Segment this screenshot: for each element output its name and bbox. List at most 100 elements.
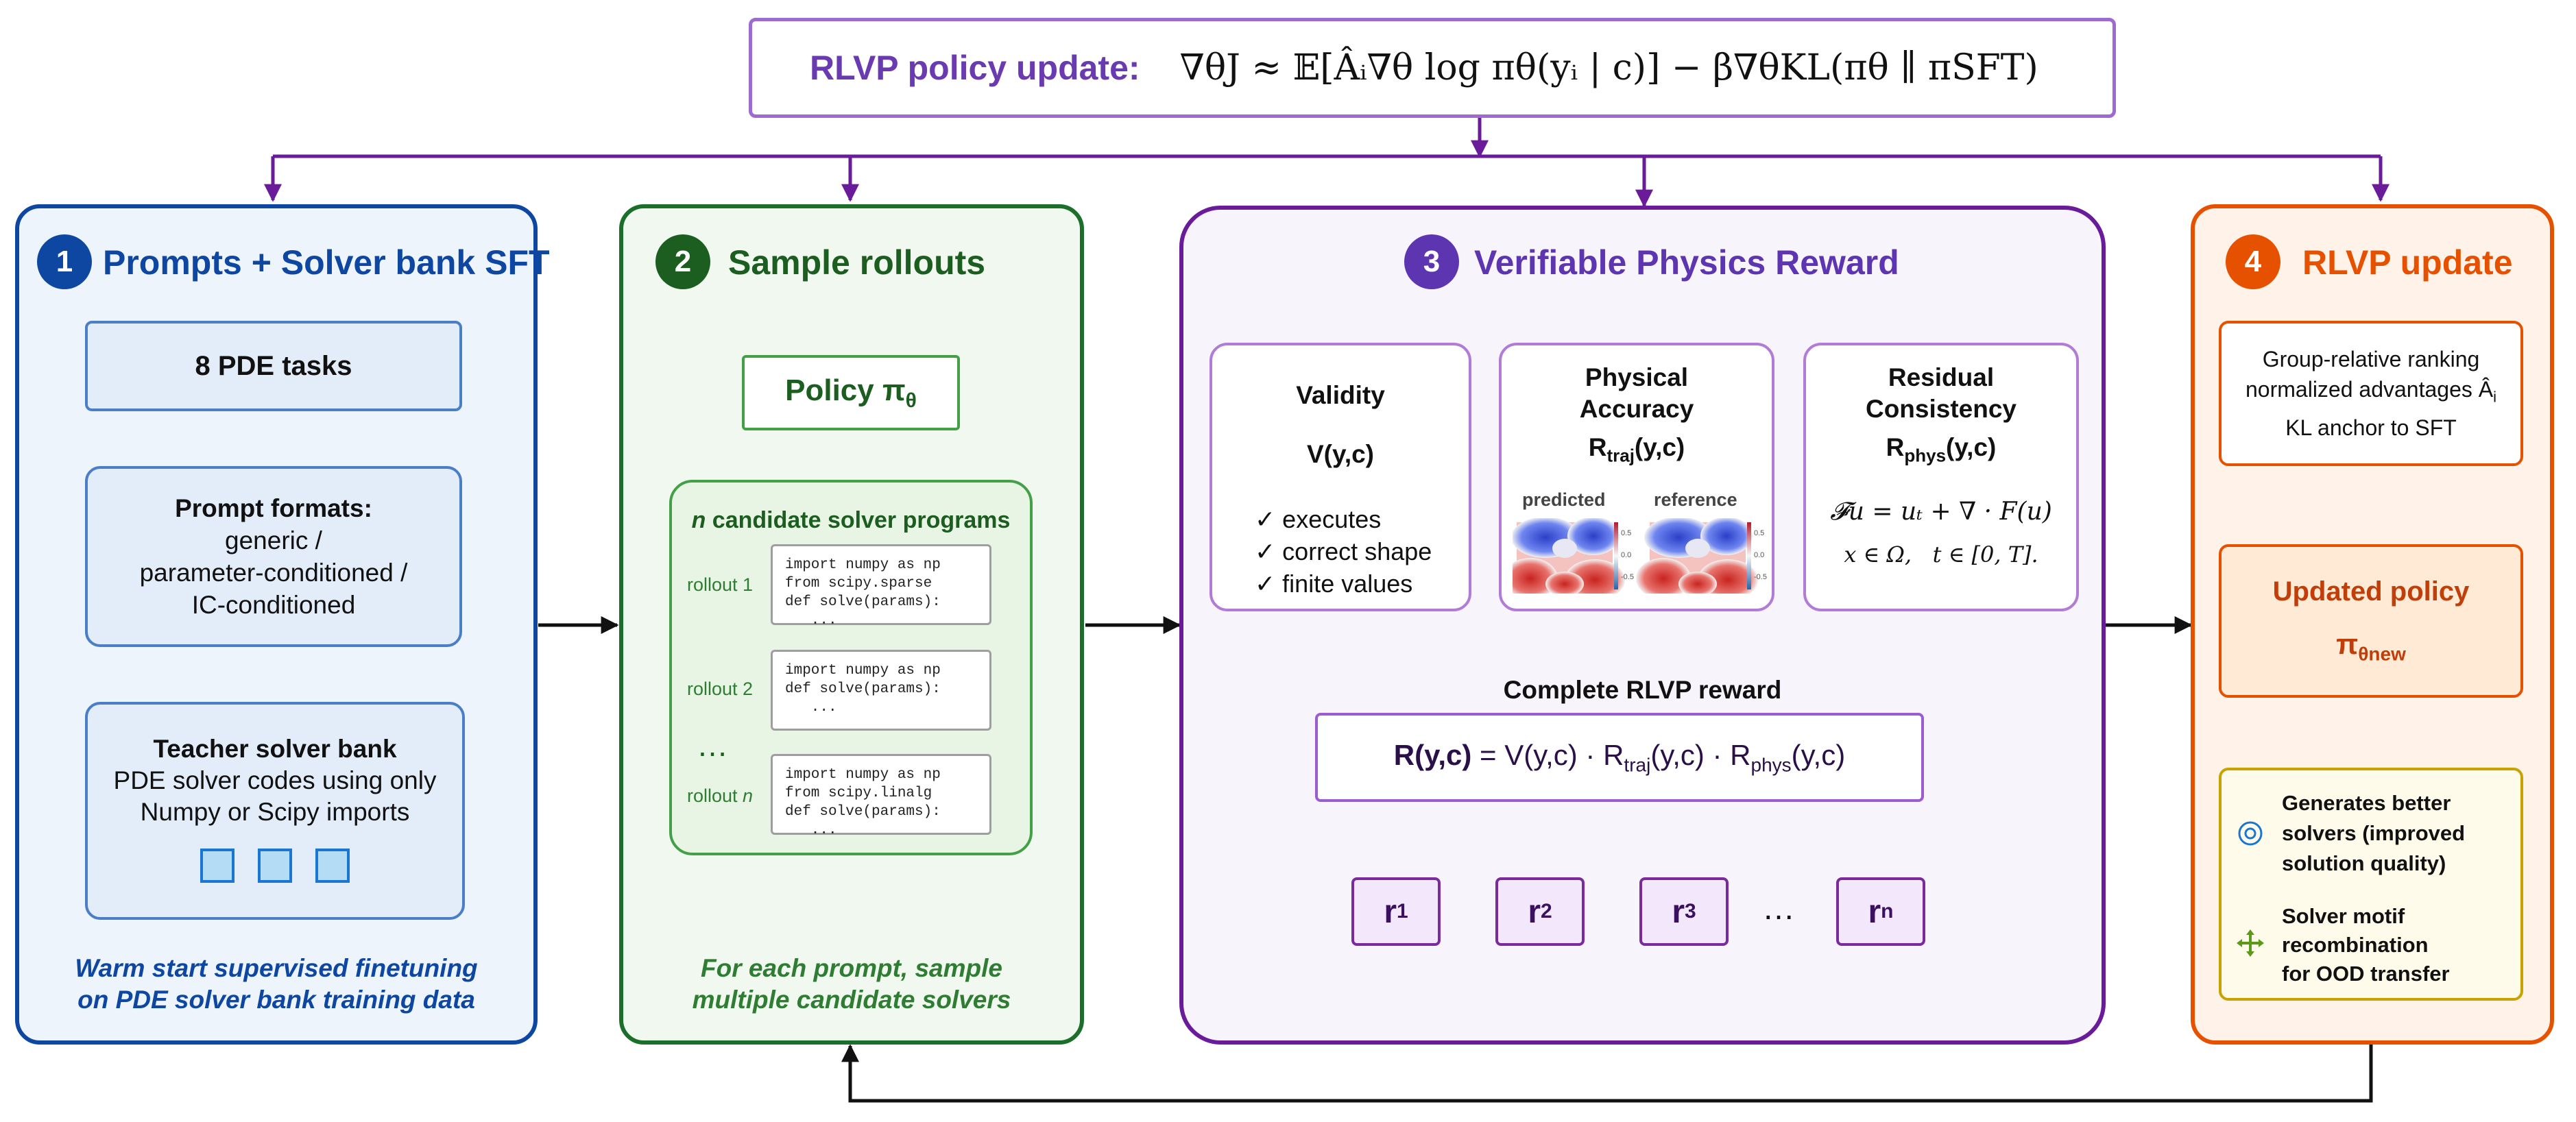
panel1-caption: Warm start supervised finetuning on PDE … [15,953,538,1016]
policy-update-header: RLVP policy update: ∇θJ ≈ 𝔼[Âᵢ∇θ log πθ(… [749,18,2116,118]
solver-square-icon [315,849,350,883]
updated-policy-symbol: π [2336,628,2359,661]
panel2-caption: For each prompt, sample multiple candida… [619,953,1084,1016]
formula-main: R [1588,433,1607,461]
move-icon [2237,929,2264,957]
residual-title: Residual Consistency [1803,362,2079,425]
candidates-n: n [691,507,706,533]
updated-policy-title: Updated policy [2272,576,2470,607]
benefit-line: solvers (improved [2282,821,2466,845]
prompt-format-line: generic / [225,526,322,554]
reference-label: reference [1654,489,1737,510]
info-line-text: normalized advantages Â [2246,377,2494,402]
step-badge-2: 2 [655,234,710,289]
rollout-label: rollout n [687,785,753,807]
benefit-line: for OOD transfer [2282,962,2450,986]
header-label: RLVP policy update: [810,49,1140,87]
header-formula: ∇θJ ≈ 𝔼[Âᵢ∇θ log πθ(yᵢ | c)] − β∇θKL(πθ … [1179,47,2038,88]
rollout-label-n: n [743,785,754,806]
benefit-line: recombination [2282,933,2429,957]
residual-formula: Rphys(y,c) [1803,433,2079,466]
residual-eq1: 𝓕u = uₜ + ∇ · F(u) [1830,498,2052,526]
target-icon [2238,821,2263,846]
residual-title-line: Consistency [1865,395,2017,423]
accuracy-title-line: Accuracy [1579,395,1694,423]
policy-box: Policy πθ [742,355,960,430]
policy-label: Policy π [785,373,906,407]
accuracy-formula: Rtraj(y,c) [1499,433,1774,466]
colorbar-tick: 0.5 [1754,529,1765,537]
validity-title: Validity [1296,381,1385,409]
prompt-format-line: IC-conditioned [191,591,356,619]
rollout-label-prefix: rollout [687,785,743,806]
validity-formula: V(y,c) [1306,440,1374,468]
formula-main: R [1886,433,1905,461]
step-badge-4: 4 [2226,234,2280,289]
residual-card [1803,343,2079,611]
caption-line: For each prompt, sample [701,954,1002,982]
predicted-heatmap [1513,518,1625,594]
candidates-title: n candidate solver programs [669,507,1033,534]
accuracy-title-line: Physical [1585,363,1689,391]
complete-reward-box: R(y,c) = V(y,c) · Rtraj(y,c) · Rphys(y,c… [1315,713,1924,802]
rollout-code: import numpy as np from scipy.linalg def… [771,754,991,838]
formula-sub: phys [1904,445,1947,466]
rollout-ellipsis: … [697,727,728,763]
step-badge-1: 1 [37,234,92,289]
check-item: ✓ executes [1255,505,1382,533]
accuracy-title: Physical Accuracy [1499,362,1774,425]
panel3-title: Verifiable Physics Reward [1474,243,1899,282]
benefit-1-text: Generates better solvers (improved solut… [2282,788,2465,879]
rollout-code: import numpy as np from scipy.sparse def… [771,544,991,629]
candidates-title-text: candidate solver programs [706,507,1011,533]
check-item: ✓ finite values [1255,570,1413,598]
validity-checks: ✓ executes ✓ correct shape ✓ finite valu… [1255,503,1432,600]
colorbar-tick: 0.0 [1621,551,1632,559]
panel2-title: Sample rollouts [728,243,986,282]
panel1-title: Prompts + Solver bank SFT [103,243,550,282]
rollout-code: import numpy as np def solve(params): ..… [771,650,991,731]
complete-reward-title: Complete RLVP reward [1503,676,1782,704]
benefit-line: Generates better [2282,791,2451,815]
colorbar-tick: -0.5 [1621,573,1634,581]
benefit-line: Solver motif [2282,904,2405,928]
field-heatmaps [1513,518,1758,594]
caption-line: multiple candidate solvers [692,986,1011,1014]
pde-tasks-label: 8 PDE tasks [195,350,352,381]
colorbar-tick: -0.5 [1754,573,1767,581]
info-line: Group-relative ranking [2262,347,2480,372]
caption-line: Warm start supervised finetuning [75,954,478,982]
updated-policy-box: Updated policy πθnew [2219,544,2523,698]
ranking-info-box: Group-relative ranking normalized advant… [2219,321,2523,466]
step-badge-3: 3 [1404,234,1459,289]
residual-title-line: Residual [1888,363,1995,391]
rollout-label: rollout 2 [687,679,754,699]
prompt-formats-box: Prompt formats: generic / parameter-cond… [85,466,462,647]
benefits-box [2219,768,2523,1001]
reward-sub: traj [1624,754,1651,776]
info-line: normalized advantages Âi [2246,374,2496,412]
teacher-line: Numpy or Scipy imports [140,798,410,826]
benefit-line: solution quality) [2282,851,2446,875]
policy-subscript: θ [905,389,917,412]
teacher-solver-bank-box: Teacher solver bank PDE solver codes usi… [85,702,465,920]
formula-sub: traj [1606,445,1635,466]
validity-card [1209,343,1471,611]
rewards-ellipsis: … [1762,890,1795,927]
teacher-title: Teacher solver bank [153,735,397,763]
formula-tail: (y,c) [1946,433,1997,461]
reward-end: (y,c) [1791,738,1846,771]
prompt-format-line: parameter-conditioned / [139,559,408,587]
caption-line: on PDE solver bank training data [77,986,475,1014]
colorbar-tick: 0.0 [1754,551,1765,559]
solver-square-icon [258,849,292,883]
colorbar-tick: 0.5 [1621,529,1632,537]
formula-tail: (y,c) [1634,433,1685,461]
info-sub: i [2493,388,2496,406]
updated-policy-sub: θnew [2358,643,2406,665]
reward-mid: (y,c) · R [1650,738,1751,771]
teacher-line: PDE solver codes using only [113,766,437,794]
panel4-title: RLVP update [2302,243,2513,282]
solver-square-icon [200,849,234,883]
